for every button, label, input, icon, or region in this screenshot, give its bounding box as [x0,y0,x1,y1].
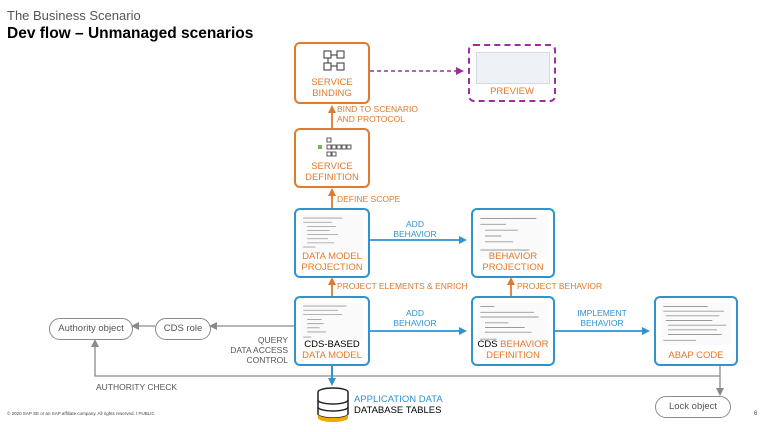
edge-label-project-behavior: PROJECT BEHAVIOR [517,281,603,291]
cds-behavior-definition-box[interactable]: CDS BEHAVIOR DEFINITION [471,296,555,366]
bdef-code-thumbnail [478,303,548,345]
page-title: Dev flow – Unmanaged scenarios [7,25,254,42]
page-number: 6 [754,411,758,417]
edge-label-project-elements: PROJECT ELEMENTS & ENRICH [337,281,468,291]
supertitle: The Business Scenario [7,8,141,23]
database-icon [317,387,349,422]
service-binding-icon [323,50,345,71]
authority-object-node[interactable]: Authority object [49,318,133,340]
abap-code-label: ABAP CODE [668,350,724,361]
preview-box[interactable]: PREVIEW [468,44,556,102]
lock-object-node[interactable]: Lock object [655,396,731,418]
application-data-label: APPLICATION DATA DATABASE TABLES [354,394,443,416]
edge-label-define-scope: DEFINE SCOPE [337,194,401,204]
service-definition-icon [318,137,352,157]
edge-label-authority-check: AUTHORITY CHECK [96,382,178,392]
edge-authority-check [91,339,721,377]
abap-code-box[interactable]: ABAP CODE [654,296,738,366]
dm-projection-code-thumbnail [301,215,363,253]
preview-thumbnail [476,52,550,84]
preview-label: PREVIEW [490,86,534,97]
bhv-projection-code-thumbnail [478,215,548,257]
cds-data-model-code-thumbnail [301,303,363,341]
footer-copyright: © 2020 SAP SE or an SAP affiliate compan… [7,411,155,416]
abap-code-thumbnail [661,303,731,345]
cds-role-node[interactable]: CDS role [155,318,211,340]
cds-behavior-definition-label: CDS BEHAVIOR DEFINITION [477,339,549,361]
